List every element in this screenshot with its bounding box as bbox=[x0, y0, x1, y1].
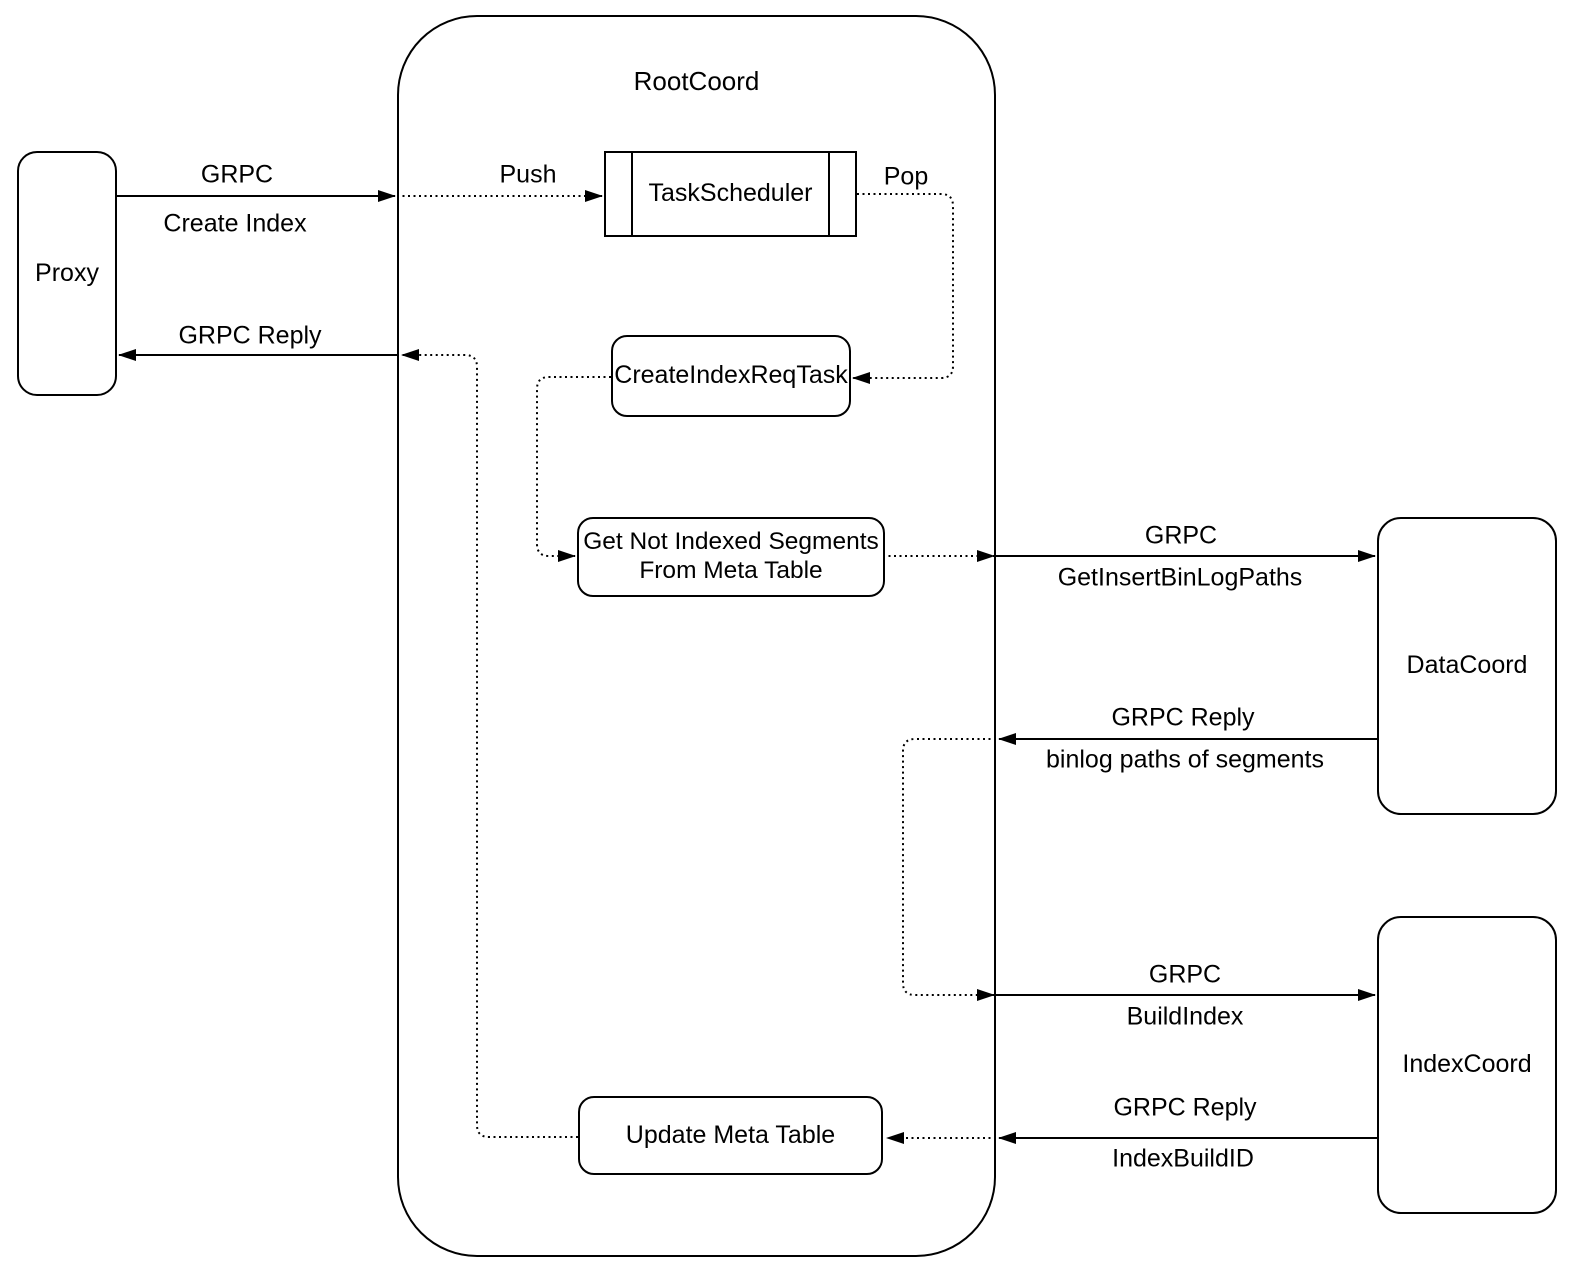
edge-label-push: Push bbox=[499, 160, 557, 189]
create-index-req-task-label: CreateIndexReqTask bbox=[614, 361, 848, 390]
task-scheduler-label: TaskScheduler bbox=[648, 179, 813, 208]
edge-label-grpc-create-index-2: Create Index bbox=[163, 209, 307, 238]
indexcoord-label: IndexCoord bbox=[1402, 1050, 1532, 1079]
edge-createindexreqtask-to-getnotindexed bbox=[536, 376, 611, 562]
task-scheduler-right-bar bbox=[828, 153, 830, 235]
edge-label-pop: Pop bbox=[883, 162, 929, 191]
update-meta-table-label: Update Meta Table bbox=[625, 1120, 836, 1149]
edge-label-grpc-reply-proxy: GRPC Reply bbox=[178, 321, 322, 350]
edge-label-binlog-reply-1: GRPC Reply bbox=[1111, 703, 1255, 732]
edge-label-grpc-create-index-1: GRPC bbox=[200, 160, 274, 189]
get-not-indexed-segments-label: Get Not Indexed Segments From Meta Table bbox=[583, 528, 879, 584]
edge-label-indexbuildid-2: IndexBuildID bbox=[1112, 1144, 1254, 1173]
edge-label-indexbuildid-1: GRPC Reply bbox=[1113, 1093, 1257, 1122]
edge-label-getinsertbinlogpaths-2: GetInsertBinLogPaths bbox=[1057, 563, 1303, 592]
edge-reply-to-buildindex-connector bbox=[902, 738, 996, 1001]
edge-updatemeta-to-reply bbox=[401, 349, 578, 1138]
datacoord-node: DataCoord bbox=[1377, 517, 1557, 815]
task-scheduler-left-bar bbox=[631, 153, 633, 235]
proxy-label: Proxy bbox=[35, 258, 99, 287]
rootcoord-title: RootCoord bbox=[633, 66, 760, 96]
task-scheduler-node: TaskScheduler bbox=[604, 151, 857, 237]
proxy-node: Proxy bbox=[17, 151, 117, 396]
edge-label-buildindex-1: GRPC bbox=[1148, 960, 1222, 989]
edge-label-buildindex-2: BuildIndex bbox=[1126, 1002, 1244, 1031]
create-index-req-task-node: CreateIndexReqTask bbox=[611, 335, 851, 417]
edge-label-getinsertbinlogpaths-1: GRPC bbox=[1144, 521, 1218, 550]
edge-label-binlog-reply-2: binlog paths of segments bbox=[1046, 745, 1324, 774]
update-meta-table-node: Update Meta Table bbox=[578, 1096, 883, 1175]
get-not-indexed-segments-node: Get Not Indexed Segments From Meta Table bbox=[577, 517, 885, 597]
indexcoord-node: IndexCoord bbox=[1377, 916, 1557, 1214]
edge-pop-to-createindexreqtask bbox=[852, 193, 954, 384]
datacoord-label: DataCoord bbox=[1406, 651, 1528, 680]
